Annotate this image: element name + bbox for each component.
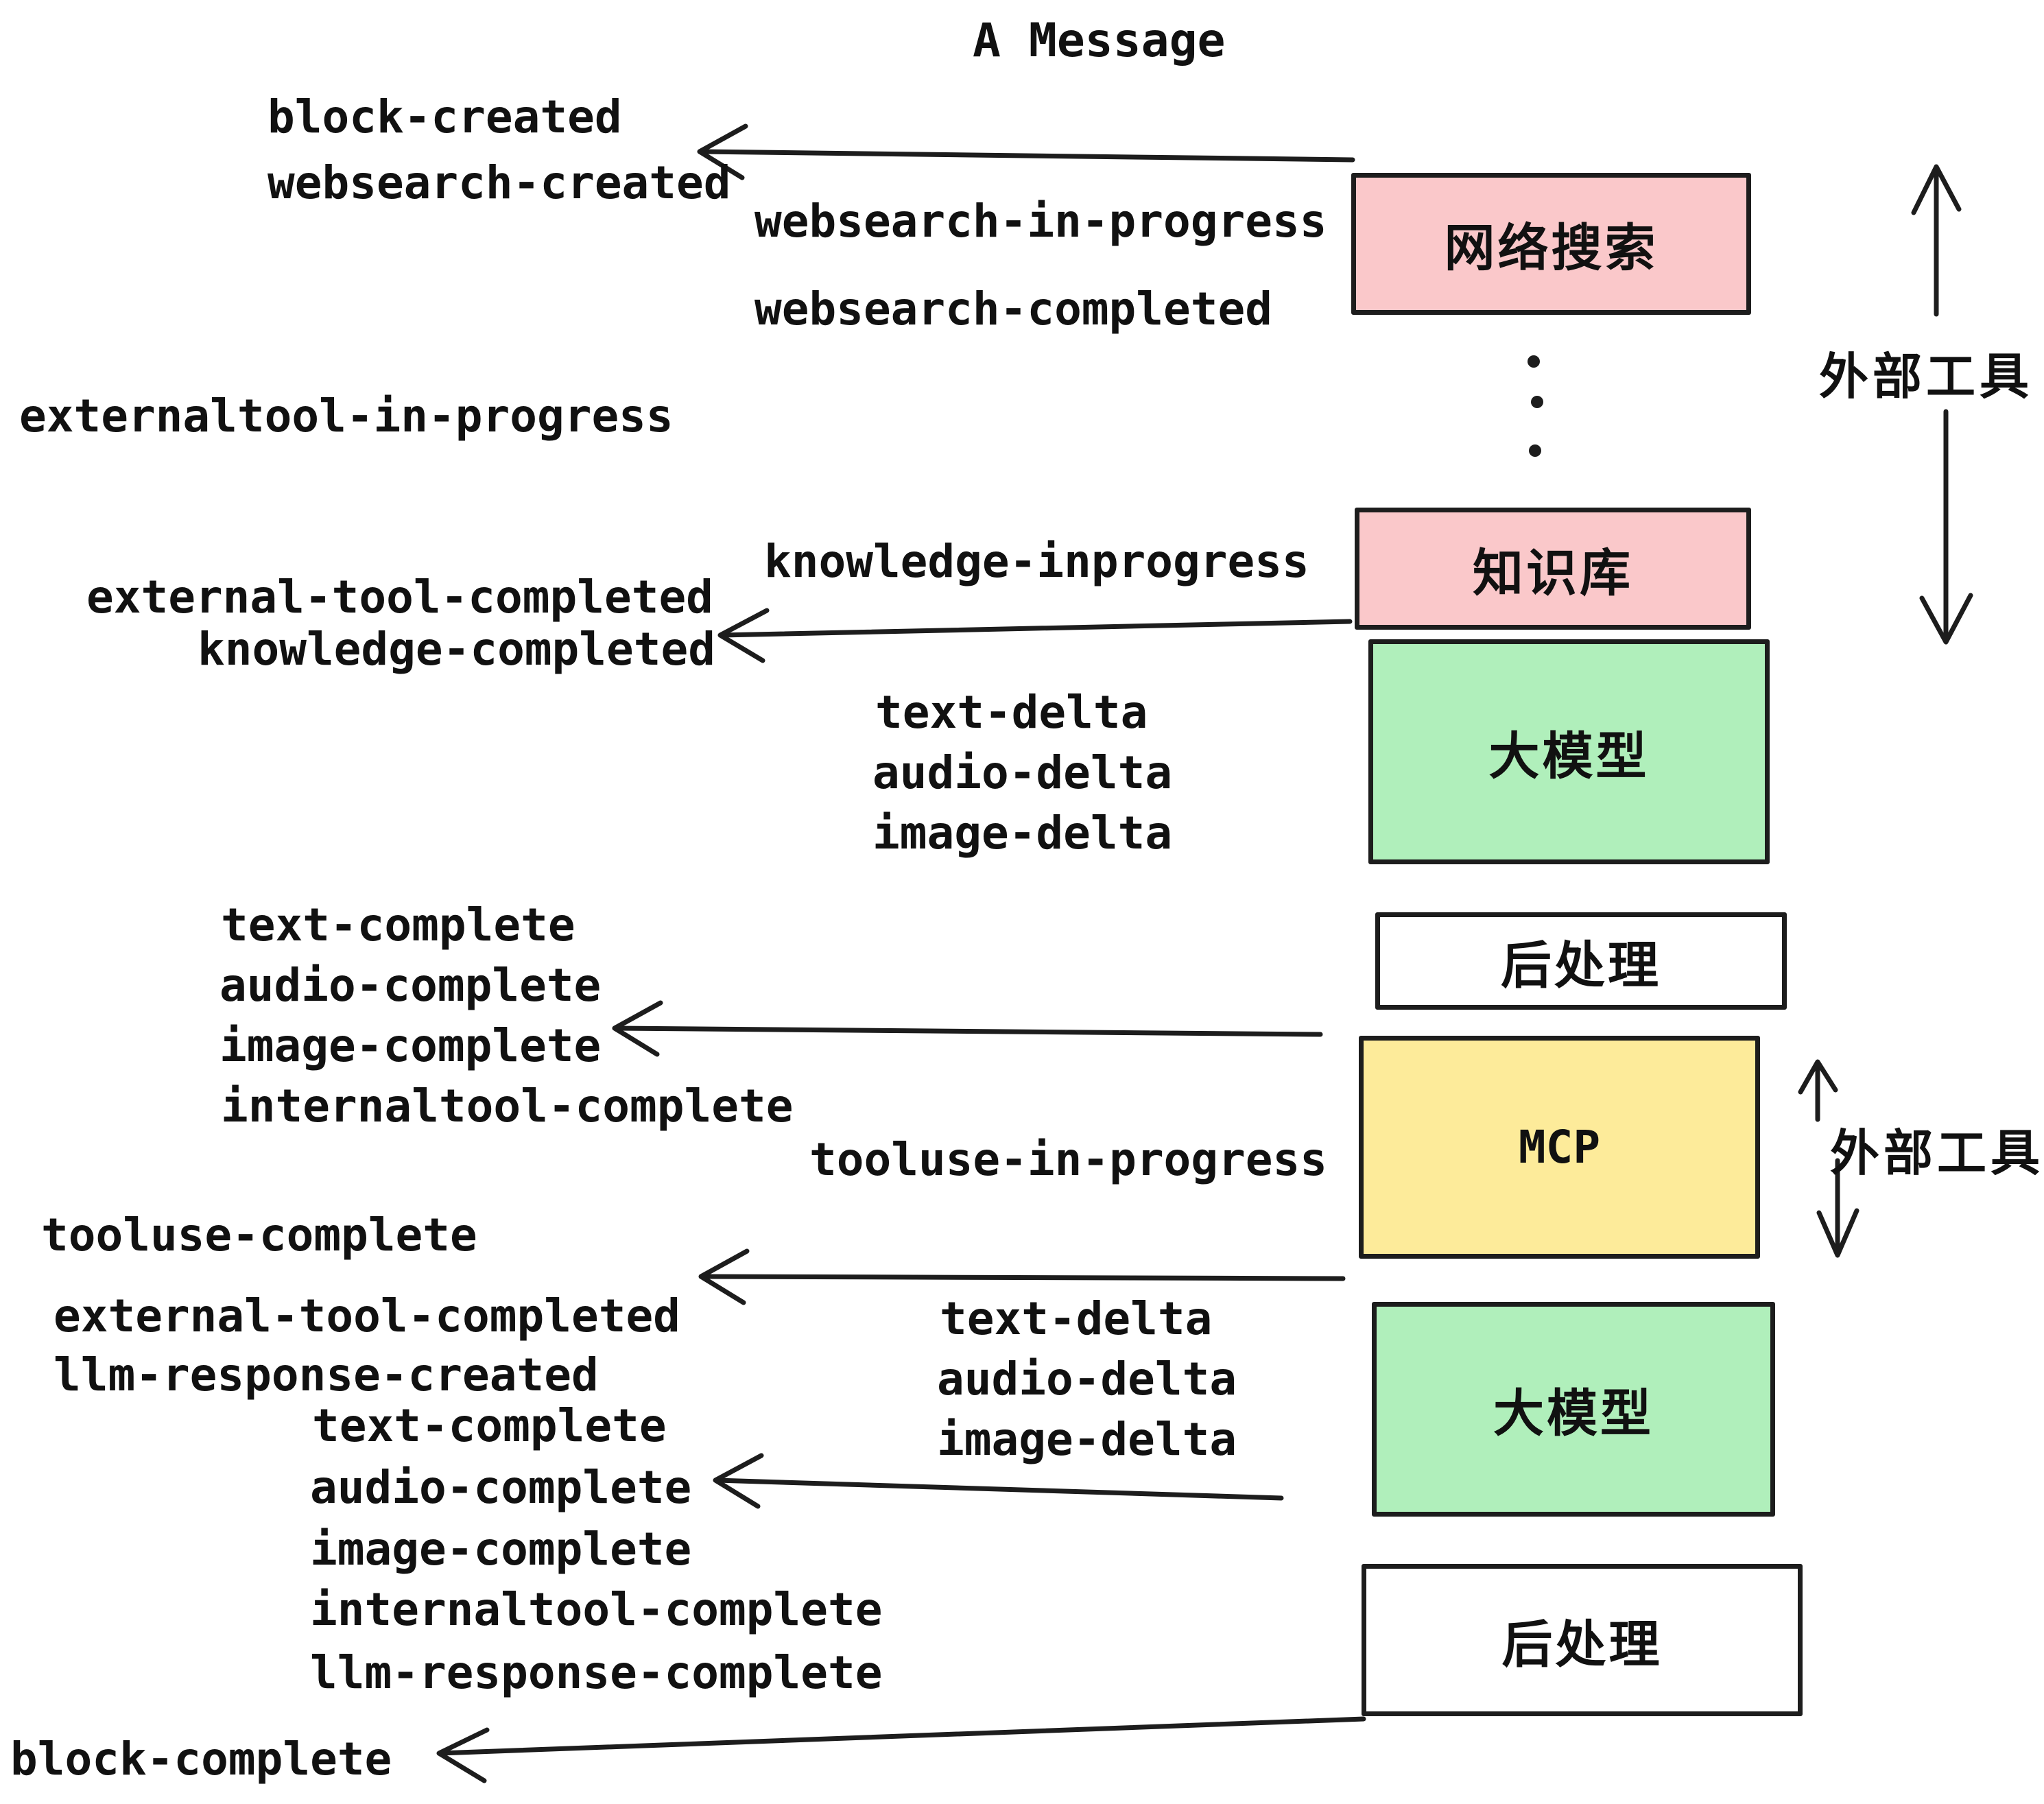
event-audio-complete: audio-complete: [219, 959, 602, 1012]
event-audio-delta-2: audio-delta: [937, 1353, 1237, 1405]
event-llm-response-complete: llm-response-complete: [310, 1646, 883, 1699]
node-post-process-1: 后处理: [1375, 912, 1787, 1010]
event-knowledge-completed: knowledge-completed: [198, 623, 715, 676]
node-post-process-2-label: 后处理: [1501, 1615, 1663, 1673]
node-web-search-label: 网络搜索: [1444, 219, 1659, 276]
event-text-complete: text-complete: [221, 899, 575, 951]
node-web-search: 网络搜索: [1351, 173, 1751, 315]
node-mcp: MCP: [1359, 1036, 1760, 1259]
arrow-tooluse-complete: [698, 1248, 1346, 1305]
arrow-knowledge-completed: [717, 608, 1353, 663]
event-websearch-completed: websearch-completed: [754, 283, 1272, 335]
arrow-websearch-created: [697, 123, 1355, 180]
event-audio-delta: audio-delta: [872, 746, 1173, 799]
event-tooluse-complete: tooluse-complete: [41, 1209, 477, 1261]
event-block-created: block-created: [268, 91, 622, 143]
event-text-complete-2: text-complete: [312, 1399, 667, 1452]
external-tools-up-arrow-2: [1798, 1059, 1838, 1122]
event-llm-response-created: llm-response-created: [54, 1349, 599, 1401]
event-image-complete: image-complete: [219, 1019, 602, 1072]
node-knowledge-base-label: 知识库: [1473, 544, 1633, 602]
node-post-process-2: 后处理: [1362, 1564, 1803, 1716]
event-internaltool-complete: internaltool-complete: [221, 1080, 794, 1132]
arrow-internal-complete: [612, 1000, 1323, 1057]
event-external-tool-completed-2: external-tool-completed: [54, 1290, 680, 1342]
event-internaltool-complete-2: internaltool-complete: [310, 1583, 883, 1636]
event-image-delta-2: image-delta: [937, 1413, 1237, 1466]
ellipsis-dots: [1528, 355, 1543, 457]
event-audio-complete-2: audio-complete: [310, 1461, 692, 1514]
event-image-complete-2: image-complete: [310, 1523, 692, 1576]
external-tools-down-arrow-2: [1816, 1158, 1859, 1258]
node-llm-1: 大模型: [1368, 639, 1770, 864]
event-text-delta-2: text-delta: [940, 1292, 1213, 1345]
arrow-block-complete: [436, 1716, 1366, 1783]
external-tools-down-arrow-1: [1919, 409, 1973, 645]
event-block-complete: block-complete: [10, 1733, 392, 1785]
event-websearch-created: websearch-created: [268, 156, 731, 209]
event-websearch-in-progress: websearch-in-progress: [754, 195, 1327, 248]
node-llm-2: 大模型: [1372, 1302, 1775, 1517]
node-post-process-1-label: 后处理: [1501, 936, 1661, 994]
event-tooluse-in-progress: tooluse-in-progress: [809, 1133, 1327, 1186]
node-llm-1-label: 大模型: [1488, 727, 1650, 785]
event-knowledge-inprogress: knowledge-inprogress: [764, 535, 1309, 588]
external-tools-up-arrow-1: [1911, 164, 1962, 317]
event-image-delta: image-delta: [872, 807, 1173, 859]
node-llm-2-label: 大模型: [1493, 1385, 1654, 1442]
node-mcp-label: MCP: [1518, 1121, 1601, 1174]
external-tools-label-1: 外部工具: [1819, 350, 2034, 405]
event-externaltool-in-progress: externaltool-in-progress: [19, 390, 674, 442]
event-text-delta: text-delta: [875, 686, 1148, 739]
arrow-llm-complete: [713, 1453, 1284, 1509]
external-tools-label-2: 外部工具: [1830, 1126, 2044, 1181]
node-knowledge-base: 知识库: [1355, 508, 1751, 630]
event-external-tool-completed: external-tool-completed: [86, 571, 713, 624]
diagram-title: A Message: [973, 14, 1226, 68]
